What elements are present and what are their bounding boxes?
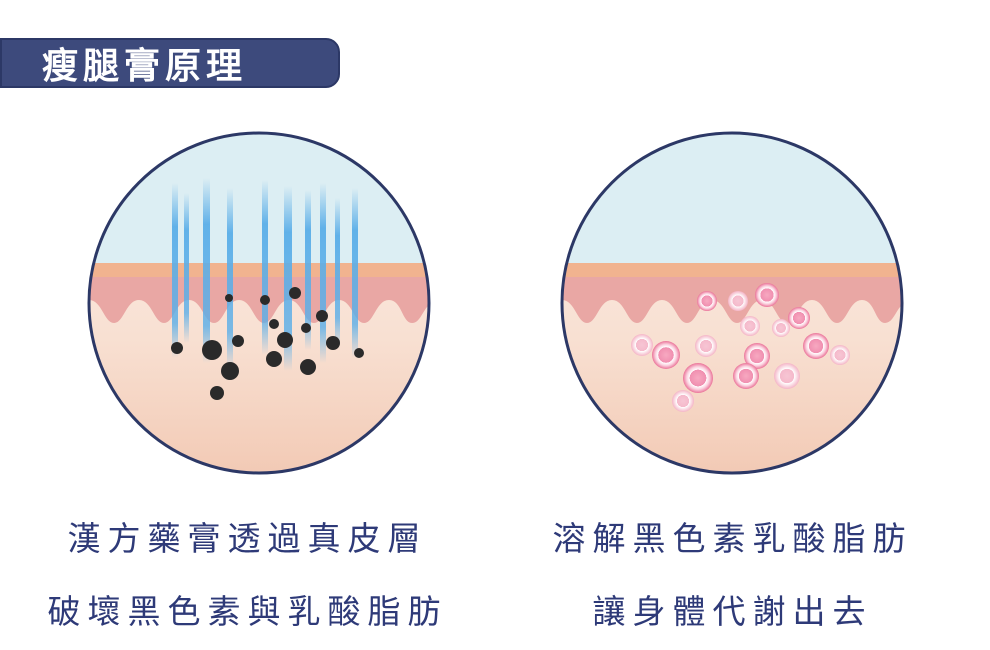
- skin-penetration-illustration: [84, 128, 434, 478]
- sky-layer: [89, 133, 429, 263]
- epidermis-top: [89, 263, 429, 277]
- left-circle-border: [87, 131, 431, 475]
- left-caption-line1: 漢方藥膏透過真皮層: [67, 519, 428, 558]
- right-circle-border: [560, 131, 904, 475]
- skin-wave-layer: [89, 277, 429, 323]
- right-caption-line1: 溶解黑色素乳酸脂肪: [552, 519, 913, 558]
- epidermis-top: [562, 263, 902, 277]
- dissolved-fat-illustration: [557, 128, 907, 478]
- title-banner: 瘦腿膏原理: [0, 38, 340, 88]
- dissolved-cells: [631, 283, 850, 412]
- right-caption-line2: 讓身體代謝出去: [592, 592, 873, 631]
- herbal-rays: [172, 178, 358, 371]
- left-caption-line2: 破壞黑色素與乳酸脂肪: [47, 592, 448, 631]
- pigment-particles: [171, 287, 364, 400]
- page-title: 瘦腿膏原理: [42, 46, 248, 87]
- sky-layer: [562, 133, 902, 263]
